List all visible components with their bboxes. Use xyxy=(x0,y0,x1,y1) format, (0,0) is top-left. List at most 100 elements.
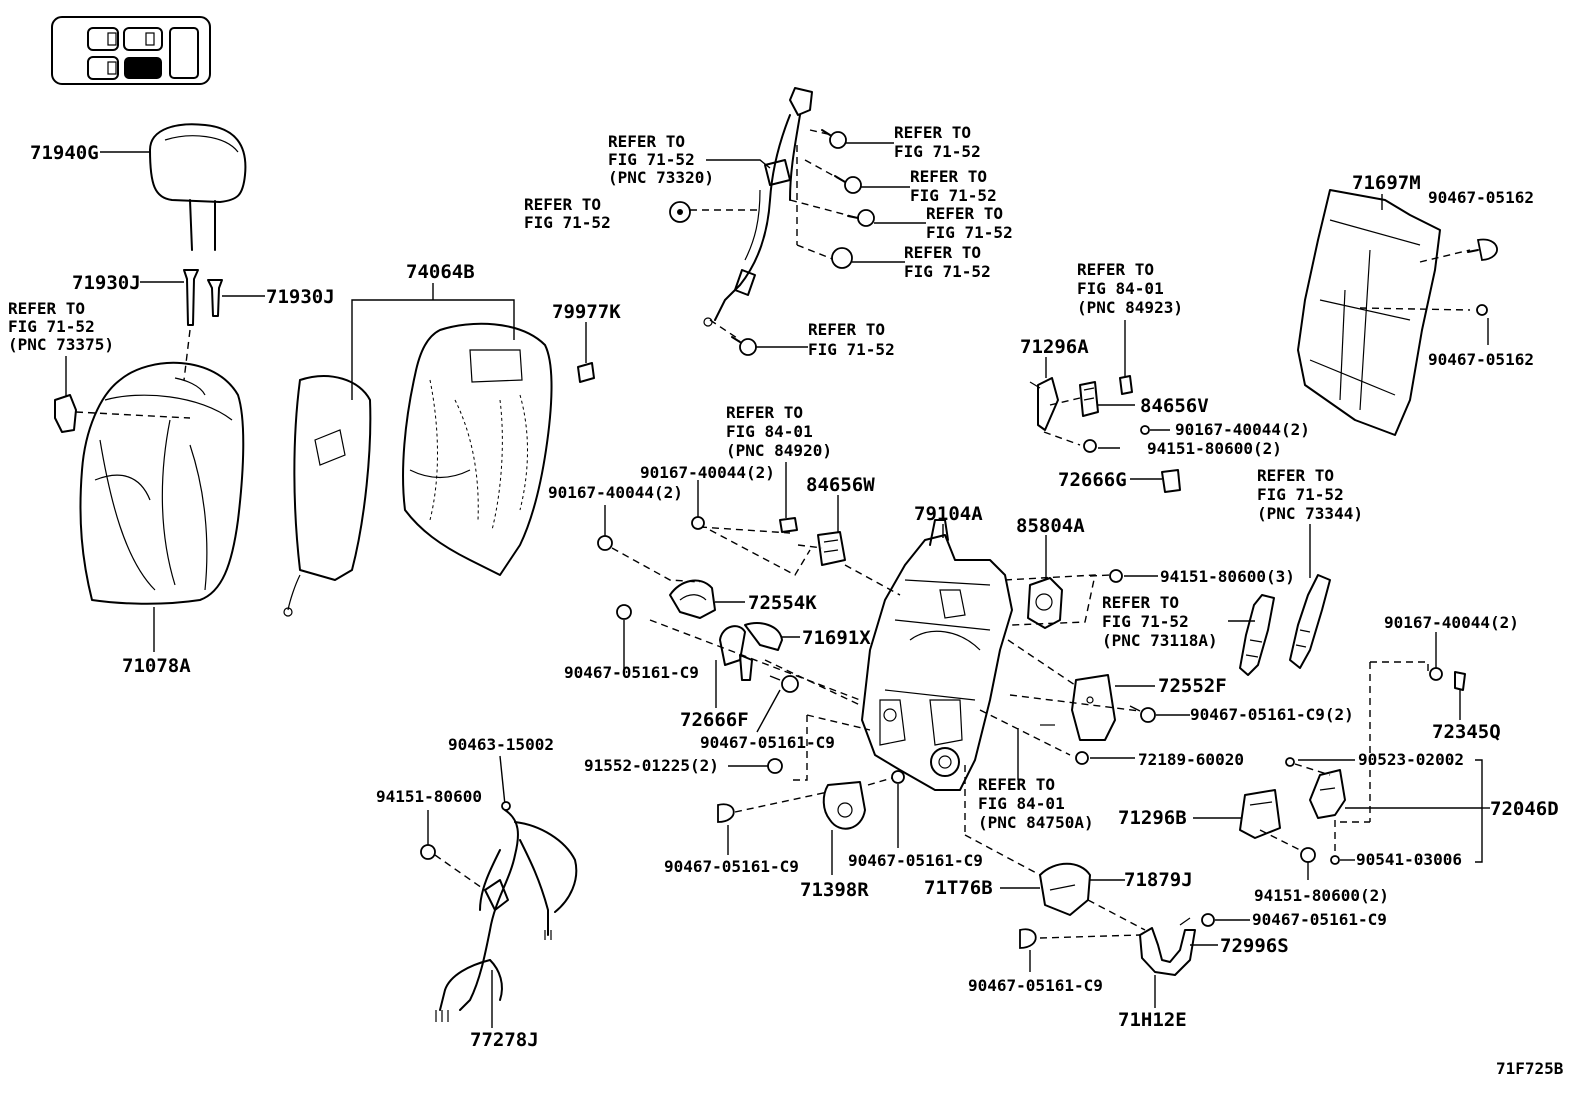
part-72666F xyxy=(739,654,753,681)
ref-84923-line1: REFER TO xyxy=(1077,260,1154,279)
ref-84920-line3: (PNC 84920) xyxy=(726,441,832,460)
label-71879J: 71879J xyxy=(1124,869,1193,891)
cover-71296A xyxy=(1029,377,1059,431)
ref-r1-line1: REFER TO xyxy=(894,123,971,142)
part-72345Q xyxy=(1454,671,1466,691)
ref-73375-line2: FIG 71-52 xyxy=(8,317,95,336)
ref-73320-line1: REFER TO xyxy=(608,132,685,151)
headrest-part xyxy=(149,123,247,251)
bracket-71H12E xyxy=(1139,917,1196,976)
label-94151-80600: 94151-80600 xyxy=(376,787,482,806)
label-84656V: 84656V xyxy=(1140,395,1209,417)
label-72345Q: 72345Q xyxy=(1432,721,1501,743)
label-79104A: 79104A xyxy=(914,503,983,525)
bracket-72046D xyxy=(1309,769,1346,819)
seatbelt-part xyxy=(703,87,813,327)
ref-73344-line1: REFER TO xyxy=(1257,466,1334,485)
ref-r4-line2: FIG 71-52 xyxy=(904,262,991,281)
label-85804A: 85804A xyxy=(1016,515,1085,537)
clamp-72554K xyxy=(669,579,716,619)
label-90523-02002: 90523-02002 xyxy=(1358,750,1464,769)
ref-r5-line1: REFER TO xyxy=(808,320,885,339)
label-72666F: 72666F xyxy=(680,709,749,731)
highlighted-seat-icon xyxy=(124,57,162,79)
ref-84920-line1: REFER TO xyxy=(726,403,803,422)
ref-r2-line2: FIG 71-52 xyxy=(910,186,997,205)
label-71T76B: 71T76B xyxy=(924,877,993,899)
label-71930J-right: 71930J xyxy=(266,286,335,308)
label-90167-40044-2d: 90167-40044(2) xyxy=(1384,613,1519,632)
label-71930J-left: 71930J xyxy=(72,272,141,294)
ref-73118A-line1: REFER TO xyxy=(1102,593,1179,612)
label-74064B: 74064B xyxy=(406,261,475,283)
headrest-guide-parts xyxy=(183,269,223,326)
cover-71296B xyxy=(1239,789,1281,839)
label-72552F: 72552F xyxy=(1158,675,1227,697)
seatback-pad-part xyxy=(402,322,553,576)
label-71398R: 71398R xyxy=(800,879,869,901)
label-90467-05161-C9-b: 90467-05161-C9 xyxy=(700,733,835,752)
rear-board-part xyxy=(1297,189,1441,436)
ref-r3-line1: REFER TO xyxy=(926,204,1003,223)
label-90467-05162-bottom: 90467-05162 xyxy=(1428,350,1534,369)
ref-r1-line2: FIG 71-52 xyxy=(894,142,981,161)
label-72666G: 72666G xyxy=(1058,469,1127,491)
label-77278J: 77278J xyxy=(470,1029,539,1051)
label-71697M: 71697M xyxy=(1352,172,1421,194)
ref-r2-line1: REFER TO xyxy=(910,167,987,186)
ref-73344-line2: FIG 71-52 xyxy=(1257,485,1344,504)
tag-79977K xyxy=(577,362,595,383)
ref-73320-line2: FIG 71-52 xyxy=(608,150,695,169)
label-90467-05161-C9-c: 90467-05161-C9 xyxy=(664,857,799,876)
label-71078A: 71078A xyxy=(122,655,191,677)
label-90467-05161-C9-d: 90467-05161-C9 xyxy=(848,851,983,870)
label-71940G: 71940G xyxy=(30,142,99,164)
ref-73320-line3: (PNC 73320) xyxy=(608,168,714,187)
label-90467-05161-C9-f: 90467-05161-C9 xyxy=(968,976,1103,995)
ref-r5-line2: FIG 71-52 xyxy=(808,340,895,359)
ref-73375-line1: REFER TO xyxy=(8,299,85,318)
cover-71879J xyxy=(1039,862,1091,916)
label-91552-01225-2: 91552-01225(2) xyxy=(584,756,719,775)
ref-84750A-line1: REFER TO xyxy=(978,775,1055,794)
label-72996S: 72996S xyxy=(1220,935,1289,957)
label-90167-40044-2c: 90167-40044(2) xyxy=(548,483,683,502)
ref-left2-line1: REFER TO xyxy=(524,195,601,214)
ref-84750A-line2: FIG 84-01 xyxy=(978,794,1065,813)
seatback-frame-part xyxy=(861,519,1013,791)
clip-90467-05162 xyxy=(1467,238,1498,316)
label-90467-05161-C9-e: 90467-05161-C9 xyxy=(1252,910,1387,929)
motor-85804A xyxy=(1027,577,1063,629)
label-72554K: 72554K xyxy=(748,592,817,614)
label-90467-05162-top: 90467-05162 xyxy=(1428,188,1534,207)
label-71691X: 71691X xyxy=(802,627,871,649)
label-72046D: 72046D xyxy=(1490,798,1559,820)
part-72666G xyxy=(1161,469,1181,493)
label-94151-80600-2a: 94151-80600(2) xyxy=(1147,439,1282,458)
label-94151-80600-2b: 94151-80600(2) xyxy=(1254,886,1389,905)
label-84656W: 84656W xyxy=(806,474,875,496)
label-90541-03006: 90541-03006 xyxy=(1356,850,1462,869)
clip-73375 xyxy=(54,394,77,433)
part-labels: 71940G 71930J 71930J REFER TO FIG 71-52 … xyxy=(8,123,1564,1078)
seatback-cover-part xyxy=(79,361,245,605)
ref-73375-line3: (PNC 73375) xyxy=(8,335,114,354)
bracket-72552F xyxy=(1071,674,1116,741)
ref-left2-line2: FIG 71-52 xyxy=(524,213,611,232)
label-71296B: 71296B xyxy=(1118,807,1187,829)
ref-r3-line2: FIG 71-52 xyxy=(926,223,1013,242)
ref-73118A-line3: (PNC 73118A) xyxy=(1102,631,1218,650)
label-90167-40044-2a: 90167-40044(2) xyxy=(1175,420,1310,439)
label-90467-05161-C9-a: 90467-05161-C9 xyxy=(564,663,699,682)
part-71398R xyxy=(822,781,866,830)
ref-84923-line3: (PNC 84923) xyxy=(1077,298,1183,317)
switch-84656W xyxy=(779,517,846,566)
seat-position-icon xyxy=(51,16,211,85)
ref-84923-line2: FIG 84-01 xyxy=(1077,279,1164,298)
ref-r4-line1: REFER TO xyxy=(904,243,981,262)
belt-fasteners xyxy=(669,129,875,356)
switch-84656V xyxy=(1079,375,1133,417)
label-94151-80600-3: 94151-80600(3) xyxy=(1160,567,1295,586)
